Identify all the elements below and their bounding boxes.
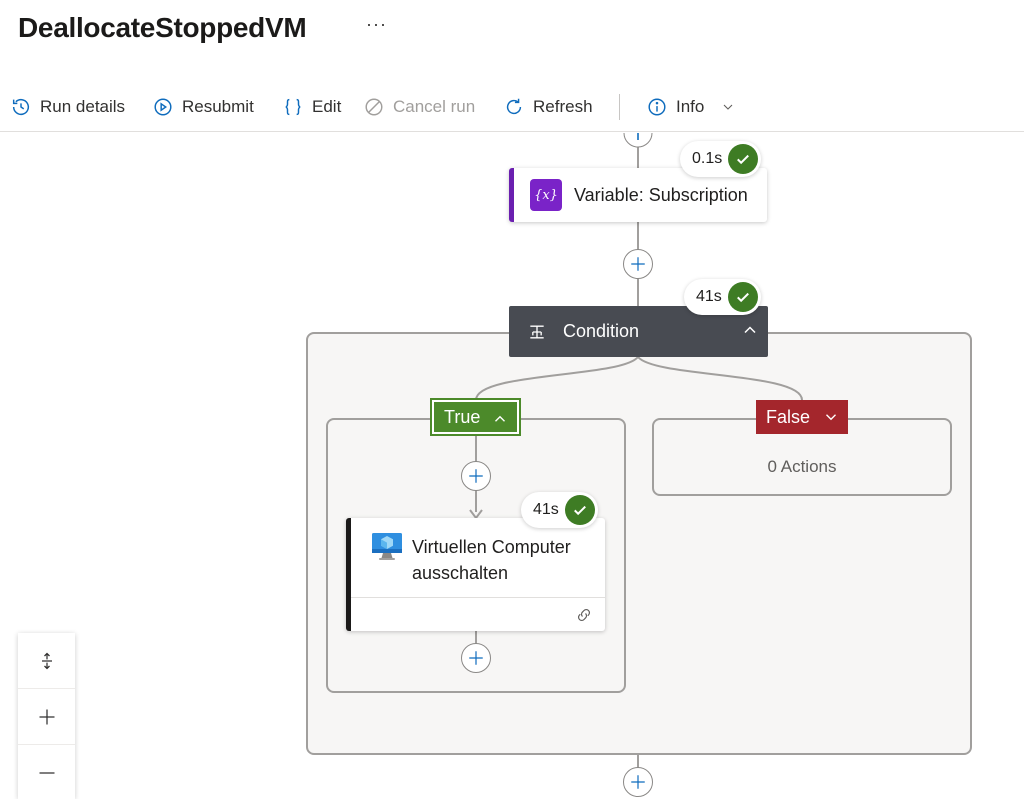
success-check-icon: [728, 144, 759, 174]
false-branch-tag[interactable]: False: [756, 400, 848, 434]
condition-icon: [530, 325, 544, 338]
run-details-button[interactable]: Run details: [10, 94, 125, 120]
variable-icon: {x}: [530, 179, 562, 211]
insert-step-button[interactable]: [623, 767, 653, 797]
deallocate-vm-label-line1: Virtuellen Computer: [412, 537, 571, 557]
resubmit-icon: [154, 98, 172, 116]
zoom-controls: [18, 633, 75, 799]
info-button[interactable]: Info: [646, 94, 736, 120]
minus-icon: [39, 772, 54, 774]
braces-icon: [285, 98, 301, 116]
false-branch-label: False: [766, 406, 811, 427]
resubmit-label: Resubmit: [182, 97, 254, 116]
plus-icon: [469, 469, 483, 483]
run-details-label: Run details: [40, 97, 126, 116]
duration-text: 41s: [696, 288, 722, 305]
resubmit-button[interactable]: Resubmit: [152, 94, 254, 120]
success-check-icon: [727, 282, 758, 312]
chevron-up-icon: [744, 326, 756, 334]
history-icon: [12, 99, 30, 116]
edit-button[interactable]: Edit: [282, 94, 341, 120]
duration-text: 41s: [533, 501, 559, 518]
info-icon: [648, 98, 666, 116]
deallocate-vm-label-line2: ausschalten: [412, 563, 509, 583]
chevron-up-icon: [495, 415, 505, 422]
variable-action-card[interactable]: {x} Variable: Subscription: [509, 168, 767, 222]
variable-action-label: Variable: Subscription: [574, 184, 748, 205]
success-check-icon: [564, 495, 595, 525]
plus-icon: [39, 709, 54, 724]
edit-label: Edit: [312, 97, 342, 116]
chevron-down-icon: [723, 104, 733, 110]
refresh-label: Refresh: [533, 97, 593, 116]
fit-vertical-icon: [41, 652, 52, 669]
insert-step-button[interactable]: [461, 461, 491, 491]
cancel-run-label: Cancel run: [393, 97, 476, 116]
variable-duration-badge: 0.1s: [680, 141, 762, 177]
info-label: Info: [676, 97, 705, 116]
condition-label: Condition: [563, 321, 640, 341]
link-icon[interactable]: [575, 606, 593, 624]
command-bar: Run details Resubmit Edit Cancel run: [0, 82, 1024, 132]
false-branch-empty-text: 0 Actions: [767, 457, 837, 476]
more-options-button[interactable]: ···: [366, 14, 387, 34]
card-divider: [351, 597, 605, 598]
toolbar-divider: [619, 94, 620, 120]
plus-icon: [631, 775, 645, 789]
deallocate-vm-action-card[interactable]: Virtuellen Computer ausschalten: [346, 518, 605, 631]
refresh-button[interactable]: Refresh: [503, 94, 593, 120]
insert-step-button[interactable]: [623, 249, 653, 279]
vm-action-duration-badge: 41s: [521, 492, 598, 528]
plus-icon: [631, 257, 645, 271]
true-branch-label: True: [444, 406, 481, 427]
refresh-icon: [506, 98, 522, 115]
condition-duration-badge: 41s: [684, 279, 761, 315]
deallocate-vm-label: Virtuellen Computer ausschalten: [412, 534, 571, 586]
plus-icon: [469, 651, 483, 665]
chevron-down-icon: [826, 414, 836, 421]
fit-to-screen-button[interactable]: [18, 633, 75, 689]
page-title: DeallocateStoppedVM: [18, 12, 307, 43]
cancel-icon: [365, 98, 383, 116]
zoom-in-button[interactable]: [18, 689, 75, 745]
duration-text: 0.1s: [692, 150, 723, 167]
virtual-machine-icon: [372, 533, 402, 560]
insert-step-button[interactable]: [461, 643, 491, 673]
true-branch-tag[interactable]: True: [430, 398, 521, 436]
cancel-run-button[interactable]: Cancel run: [363, 94, 475, 120]
zoom-out-button[interactable]: [18, 745, 75, 799]
